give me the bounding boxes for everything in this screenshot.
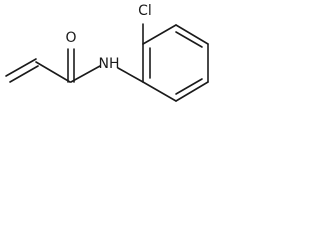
bond-nh-to-ring — [117, 67, 144, 83]
atom-label-nh: NH — [99, 56, 120, 72]
ring-inner-double-3 — [175, 31, 203, 48]
ring-bond-5 — [142, 24, 177, 45]
ring-inner-double-2 — [175, 78, 203, 95]
ring-bond-2 — [175, 81, 209, 102]
chemical-structure-diagram: Cl O NH — [5, 3, 209, 102]
bond-lines — [5, 23, 209, 102]
ring-bond-1 — [142, 81, 177, 102]
atom-label-o: O — [65, 30, 76, 46]
atom-label-cl: Cl — [138, 3, 152, 19]
atom-labels: Cl O NH — [65, 3, 151, 72]
ring-bond-4 — [175, 24, 209, 45]
bond-carbonyl-to-nh — [70, 65, 101, 83]
bond-vinyl-double-inner — [9, 65, 39, 83]
bond-vinyl-double-outer — [5, 58, 37, 77]
bond-vinyl-to-carbonyl — [35, 61, 71, 83]
